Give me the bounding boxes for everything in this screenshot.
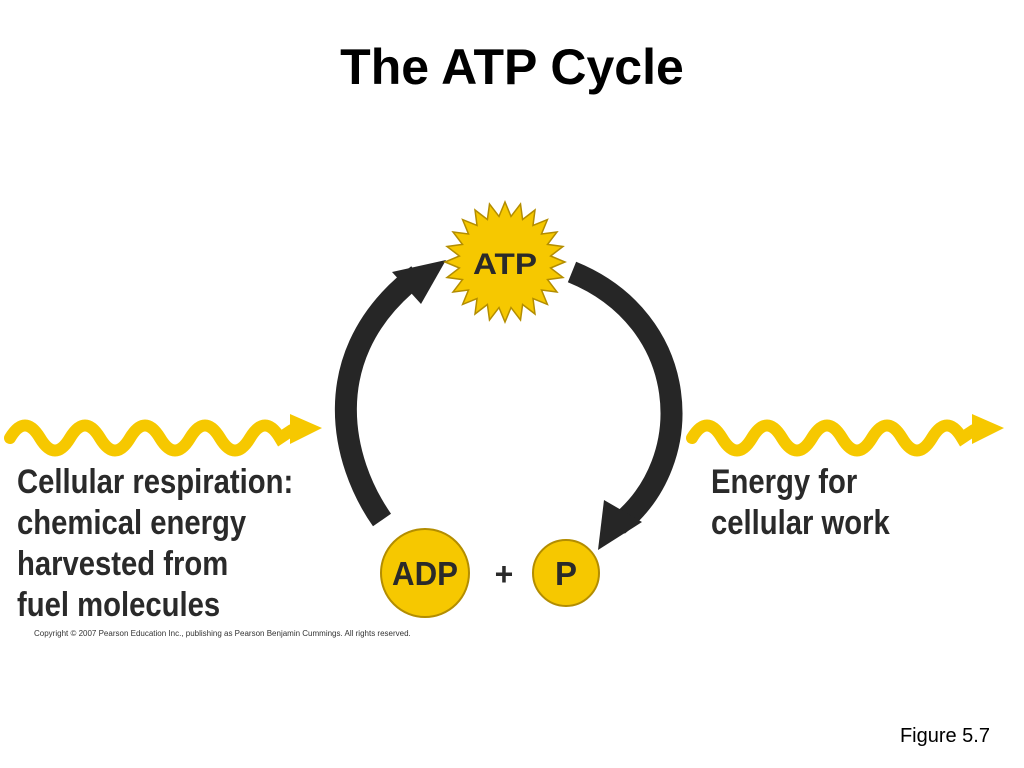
caption-line: fuel molecules [17, 586, 221, 624]
slide-title: The ATP Cycle [340, 39, 684, 95]
atp-starburst: ATP [443, 200, 567, 324]
copyright-notice: Copyright © 2007 Pearson Education Inc.,… [34, 629, 411, 638]
adp-molecule: ADP [380, 528, 470, 618]
synthesis-arrowhead [392, 260, 446, 304]
cellular-work-caption: Energy for cellular work [711, 462, 890, 544]
adp-label: ADP [392, 555, 458, 592]
caption-line: Energy for [711, 463, 858, 501]
phosphate-label: P [555, 555, 577, 592]
caption-line: Cellular respiration: [17, 463, 294, 501]
atp-label: ATP [473, 248, 537, 281]
phosphate-molecule: P [532, 539, 600, 607]
caption-line: harvested from [17, 545, 229, 583]
respiration-energy-wave [4, 419, 298, 457]
respiration-wave-arrowhead [290, 414, 322, 444]
caption-line: chemical energy [17, 504, 247, 542]
hydrolysis-arrow [567, 261, 683, 534]
caption-line: cellular work [711, 504, 890, 542]
plus-sign: + [495, 556, 514, 592]
synthesis-arrow [334, 266, 425, 527]
work-wave-arrowhead [972, 414, 1004, 444]
work-energy-wave [686, 419, 980, 457]
hydrolysis-arrowhead [598, 500, 642, 550]
cellular-respiration-caption: Cellular respiration: chemical energy ha… [17, 462, 293, 626]
figure-reference: Figure 5.7 [899, 725, 990, 747]
